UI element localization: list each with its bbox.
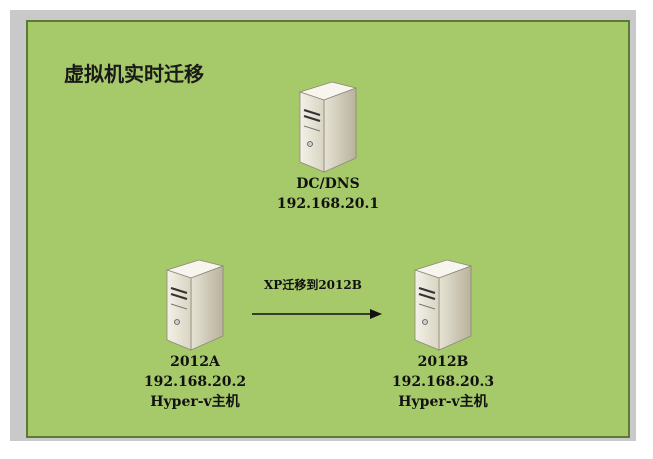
host-a-node: 2012A 192.168.20.2 Hyper-v主机 — [130, 256, 260, 412]
host-b-name: 2012B — [417, 354, 469, 370]
host-b-role: Hyper-v主机 — [398, 394, 488, 410]
migration-arrow — [252, 309, 382, 319]
dc-dns-node: DC/DNS 192.168.20.1 — [260, 78, 396, 214]
dc-ip: 192.168.20.1 — [276, 196, 380, 212]
host-a-name: 2012A — [170, 354, 220, 370]
host-b-ip: 192.168.20.3 — [391, 374, 495, 390]
host-a-ip: 192.168.20.2 — [143, 374, 247, 390]
server-icon — [165, 259, 225, 351]
host-b-node: 2012B 192.168.20.3 Hyper-v主机 — [373, 256, 513, 412]
dc-name: DC/DNS — [296, 176, 360, 192]
server-icon — [298, 81, 358, 173]
diagram-title: 虚拟机实时迁移 — [64, 62, 204, 86]
server-icon — [413, 259, 473, 351]
host-a-role: Hyper-v主机 — [150, 394, 240, 410]
migration-label: XP迁移到2012B — [264, 278, 362, 292]
